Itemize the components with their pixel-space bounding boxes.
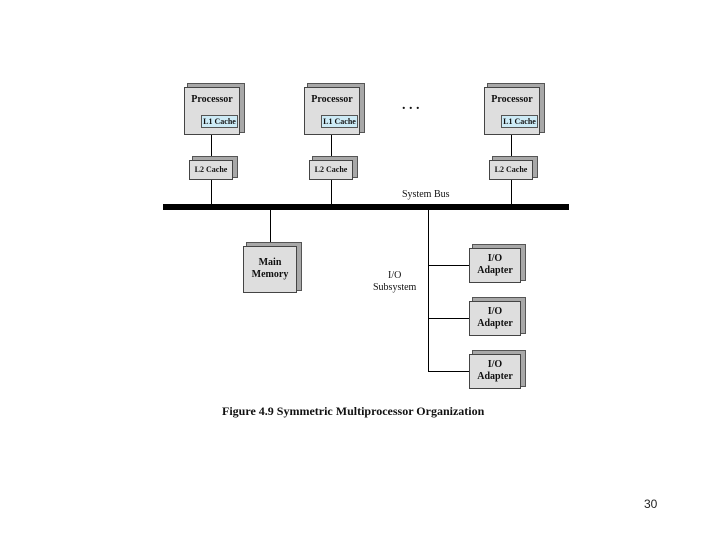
io-adapter-3-link [428, 371, 469, 372]
l2-cache-3: L2 Cache [489, 160, 533, 180]
io-subsystem-trunk [428, 210, 429, 372]
proc1-l2-link [211, 135, 212, 160]
io-adapter-3-label-1: I/O [487, 359, 503, 370]
l2-1-bus-link [211, 180, 212, 204]
memory-bus-link [270, 210, 271, 246]
io-adapter-2-label-2: Adapter [477, 318, 513, 329]
page-number: 30 [644, 497, 658, 511]
processor-2: Processor L1 Cache [304, 87, 360, 135]
l2-cache-1: L2 Cache [189, 160, 233, 180]
io-adapter-2-label-1: I/O [487, 306, 503, 317]
l2-cache-2: L2 Cache [309, 160, 353, 180]
system-bus-label: System Bus [402, 189, 450, 200]
main-memory-label-2: Memory [251, 269, 289, 280]
processor-3-label: Processor [491, 94, 533, 105]
io-adapter-3-label-2: Adapter [477, 371, 513, 382]
io-adapter-1: I/O Adapter [469, 248, 521, 283]
l2-2-bus-link [331, 180, 332, 204]
processor-3: Processor L1 Cache [484, 87, 540, 135]
processor-1-label: Processor [191, 94, 233, 105]
io-adapter-1-link [428, 265, 469, 266]
io-adapter-3: I/O Adapter [469, 354, 521, 389]
l2-3-bus-link [511, 180, 512, 204]
figure-caption: Figure 4.9 Symmetric Multiprocessor Orga… [222, 404, 485, 418]
io-adapter-1-label-2: Adapter [477, 265, 513, 276]
system-bus [163, 204, 569, 210]
processor-1: Processor L1 Cache [184, 87, 240, 135]
processor-2-label: Processor [311, 94, 353, 105]
proc2-l2-link [331, 135, 332, 160]
processor-1-l1-cache: L1 Cache [201, 115, 238, 128]
io-subsystem-label-2: Subsystem [373, 282, 417, 293]
processor-3-l1-cache: L1 Cache [501, 115, 538, 128]
processor-2-l1-cache: L1 Cache [321, 115, 358, 128]
io-adapter-2: I/O Adapter [469, 301, 521, 336]
main-memory: Main Memory [243, 246, 297, 293]
io-subsystem-label-1: I/O [388, 270, 402, 281]
io-adapter-1-label-1: I/O [487, 253, 503, 264]
main-memory-label-1: Main [258, 257, 282, 268]
io-adapter-2-link [428, 318, 469, 319]
proc3-l2-link [511, 135, 512, 160]
ellipsis: . . . [402, 98, 420, 113]
